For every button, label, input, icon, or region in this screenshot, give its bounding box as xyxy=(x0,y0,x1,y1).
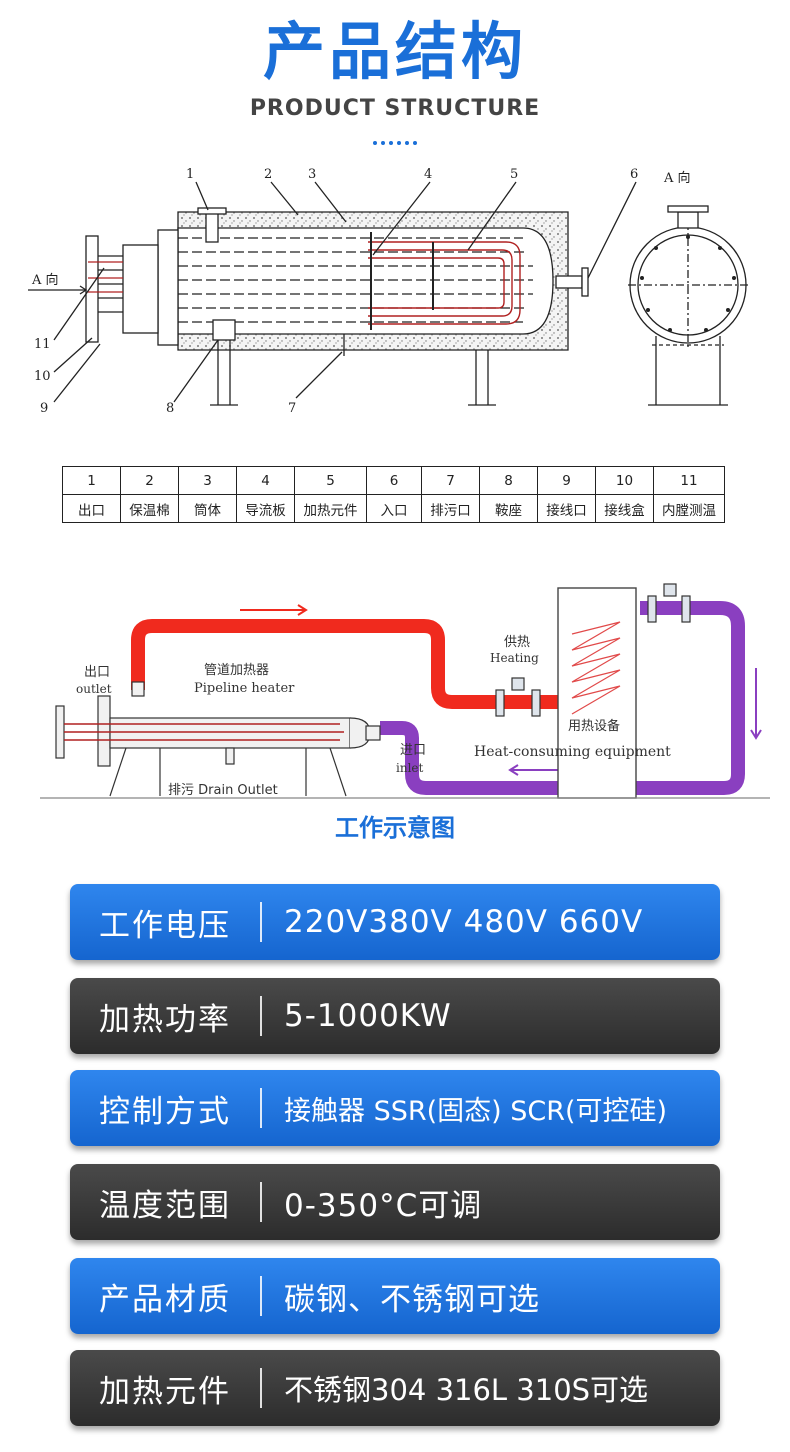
spec-value: 0-350°C可调 xyxy=(284,1187,483,1224)
callout-2: 2 xyxy=(264,167,272,182)
callout-10: 10 xyxy=(34,369,51,384)
outlet-label-cn: 出口 xyxy=(84,665,110,680)
spec-divider xyxy=(260,1368,262,1408)
part-name: 保温棉 xyxy=(120,494,179,523)
part-number: 9 xyxy=(537,466,596,495)
spec-divider xyxy=(260,1276,262,1316)
callout-5: 5 xyxy=(510,167,518,182)
callout-1: 1 xyxy=(186,167,194,182)
part-number: 3 xyxy=(178,466,237,495)
callout-9: 9 xyxy=(40,401,48,416)
part-number: 1 xyxy=(62,466,121,495)
heating-label-cn: 供热 xyxy=(504,635,530,650)
part-number: 6 xyxy=(366,466,422,495)
spec-value: 碳钢、不锈钢可选 xyxy=(284,1281,540,1318)
part-number: 8 xyxy=(479,466,538,495)
spec-label: 产品材质 xyxy=(99,1281,231,1318)
spec-material: 产品材质 碳钢、不锈钢可选 xyxy=(70,1258,720,1334)
spec-label: 工作电压 xyxy=(99,907,231,944)
spec-value: 不锈钢304 316L 310S可选 xyxy=(284,1373,649,1407)
spec-control: 控制方式 接触器 SSR(固态) SCR(可控硅) xyxy=(70,1070,720,1146)
heater-label-cn: 管道加热器 xyxy=(204,663,269,678)
part-number: 5 xyxy=(294,466,367,495)
equipment-label-en: Heat-consuming equipment xyxy=(474,744,671,760)
callout-11: 11 xyxy=(34,337,51,352)
spec-label: 加热元件 xyxy=(99,1373,231,1410)
spec-label: 温度范围 xyxy=(99,1187,231,1224)
spec-value: 接触器 SSR(固态) SCR(可控硅) xyxy=(284,1095,668,1127)
spec-label: 控制方式 xyxy=(99,1093,231,1130)
part-number: 10 xyxy=(595,466,654,495)
part-name: 接线盒 xyxy=(595,494,654,523)
spec-divider xyxy=(260,1088,262,1128)
callout-3: 3 xyxy=(308,167,316,182)
spec-power: 加热功率 5-1000KW xyxy=(70,978,720,1054)
view-label-a: A 向 xyxy=(31,272,59,288)
page-title: 产品结构 xyxy=(262,15,527,88)
spec-value: 5-1000KW xyxy=(284,998,452,1034)
spec-divider xyxy=(260,996,262,1036)
structure-drawing: 1 2 3 4 5 6 7 8 9 10 11 A 向 A 向 xyxy=(28,167,748,416)
heater-label-en: Pipeline heater xyxy=(194,681,295,696)
part-name: 内膛测温 xyxy=(653,494,725,523)
spec-divider xyxy=(260,1182,262,1222)
spec-heating-element: 加热元件 不锈钢304 316L 310S可选 xyxy=(70,1350,720,1426)
working-diagram: 出口 outlet 管道加热器 Pipeline heater 排污 Drain… xyxy=(40,583,770,799)
callout-4: 4 xyxy=(424,167,432,182)
heating-coil xyxy=(571,621,621,715)
decorative-dots xyxy=(0,130,790,149)
spec-temperature: 温度范围 0-350°C可调 xyxy=(70,1164,720,1240)
part-number: 11 xyxy=(653,466,725,495)
part-name: 导流板 xyxy=(236,494,295,523)
spec-divider xyxy=(260,902,262,942)
heating-label-en: Heating xyxy=(490,651,539,665)
spec-label: 加热功率 xyxy=(99,1001,231,1038)
part-name: 筒体 xyxy=(178,494,237,523)
spec-value: 220V380V 480V 660V xyxy=(284,904,644,940)
part-name: 排污口 xyxy=(421,494,480,523)
callout-8: 8 xyxy=(166,401,174,416)
part-number: 2 xyxy=(120,466,179,495)
inlet-label-cn: 进口 xyxy=(400,743,426,758)
heat-equipment-box xyxy=(557,587,637,799)
hot-pipe xyxy=(131,619,558,709)
diagram-caption: 工作示意图 xyxy=(335,814,455,842)
parts-number-row: 1 2 3 4 5 6 7 8 9 10 11 xyxy=(62,466,725,495)
part-number: 4 xyxy=(236,466,295,495)
part-name: 接线口 xyxy=(537,494,596,523)
part-name: 出口 xyxy=(62,494,121,523)
callout-7: 7 xyxy=(288,401,296,416)
part-name: 鞍座 xyxy=(479,494,538,523)
spec-voltage: 工作电压 220V380V 480V 660V xyxy=(70,884,720,960)
drain-label: 排污 Drain Outlet xyxy=(168,783,278,798)
part-name: 入口 xyxy=(366,494,422,523)
parts-table: 1 2 3 4 5 6 7 8 9 10 11 出口 保温棉 筒体 导流板 加热… xyxy=(62,466,725,523)
callout-6: 6 xyxy=(630,167,638,182)
parts-name-row: 出口 保温棉 筒体 导流板 加热元件 入口 排污口 鞍座 接线口 接线盒 内膛测… xyxy=(62,494,725,523)
outlet-label-en: outlet xyxy=(76,682,112,696)
equipment-label-cn: 用热设备 xyxy=(568,718,620,734)
side-view-label: A 向 xyxy=(663,170,691,186)
page-subtitle: PRODUCT STRUCTURE xyxy=(249,96,541,121)
part-number: 7 xyxy=(421,466,480,495)
part-name: 加热元件 xyxy=(294,494,367,523)
inlet-label-en: inlet xyxy=(396,761,424,775)
